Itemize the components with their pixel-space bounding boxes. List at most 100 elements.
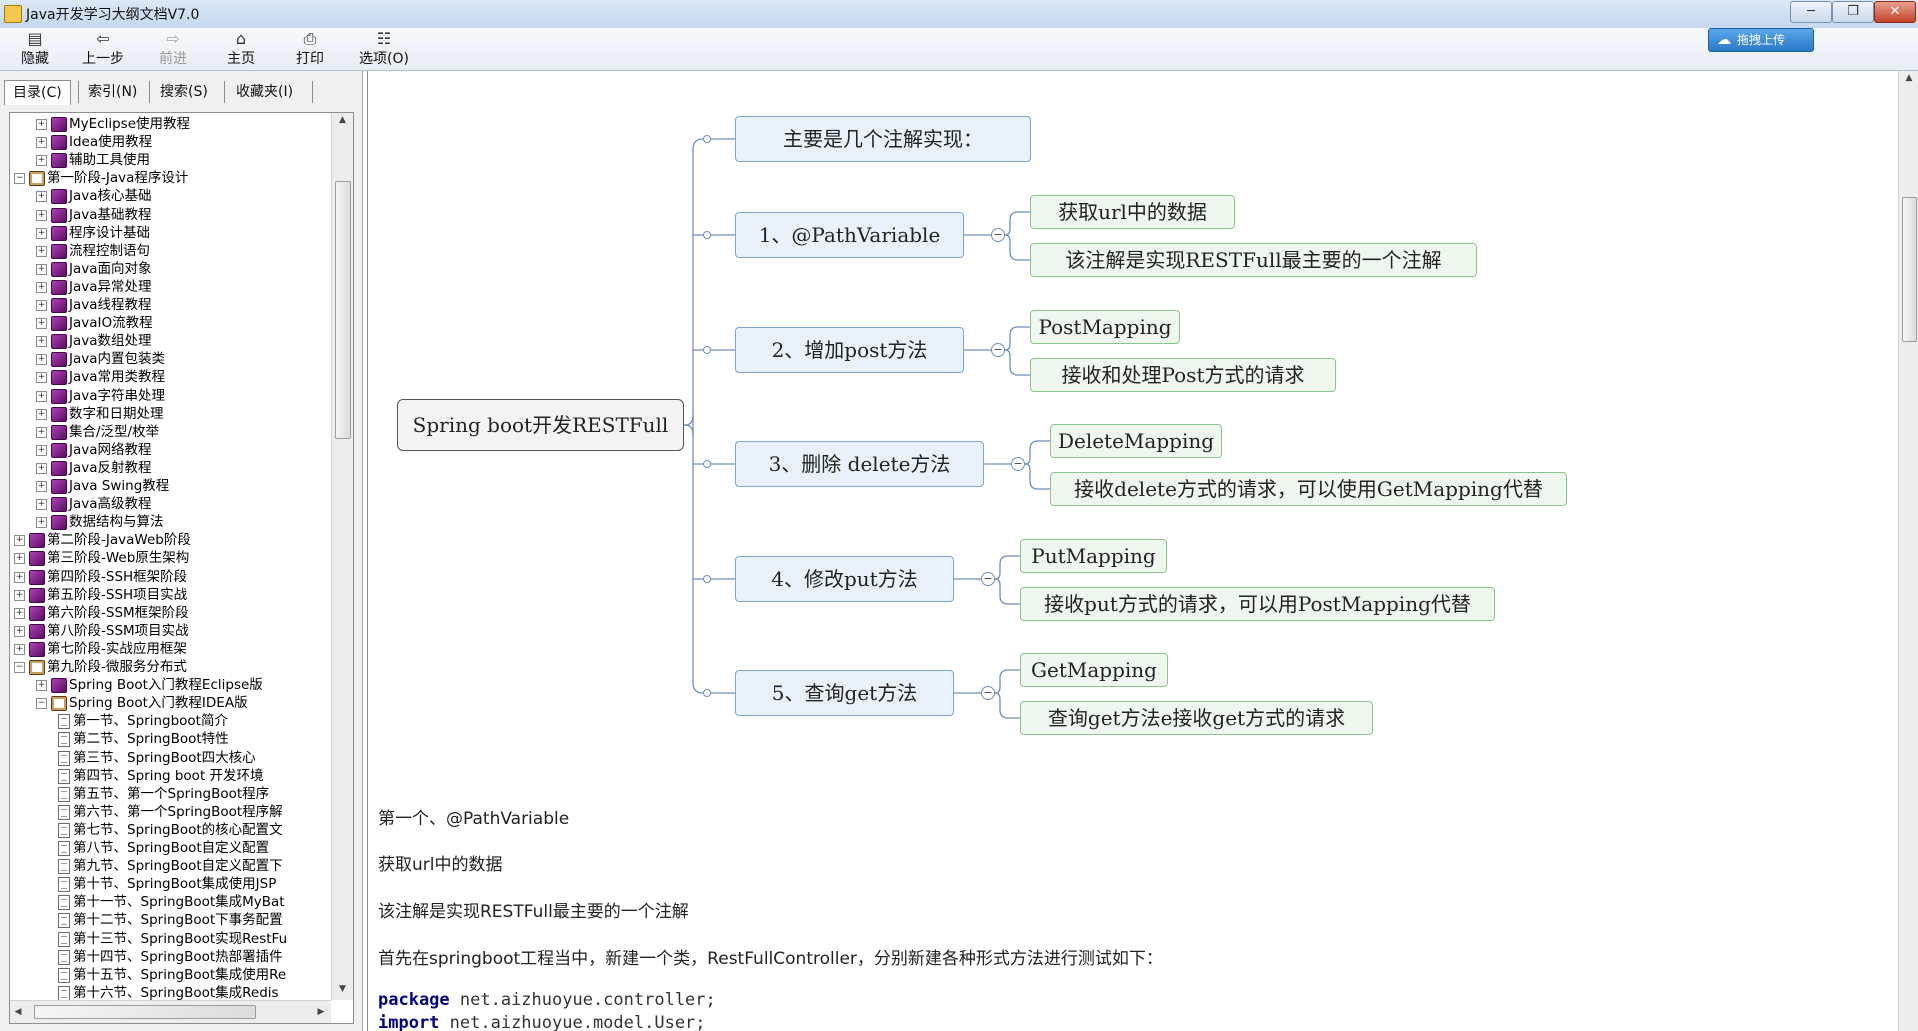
expand-toggle-icon[interactable]: + <box>36 517 47 529</box>
back-arrow-icon: ⇦ <box>96 29 110 48</box>
expand-toggle-icon[interactable]: + <box>36 462 47 474</box>
tree-item-label: MyEclipse使用教程 <box>69 116 190 132</box>
tree-horizontal-scrollbar[interactable]: ◀ ▶ <box>10 1000 331 1023</box>
expand-toggle-icon[interactable]: + <box>36 300 47 311</box>
expand-toggle-icon[interactable]: + <box>36 354 47 366</box>
options-button[interactable]: ☷选项(O) <box>348 30 420 68</box>
hide-button[interactable]: ▤隐藏 <box>4 30 66 68</box>
expand-toggle-icon[interactable]: + <box>36 245 47 257</box>
expand-toggle-icon[interactable]: + <box>36 209 47 221</box>
mindmap-connector <box>999 555 1020 565</box>
mindmap-branch-node[interactable]: 2、增加post方法 <box>735 327 964 373</box>
content-scroll-thumb[interactable] <box>1902 197 1917 342</box>
scroll-down-arrow-icon[interactable]: ▼ <box>339 984 346 994</box>
expand-toggle-icon[interactable]: + <box>36 390 47 402</box>
mindmap-leaf-node[interactable]: PutMapping <box>1020 539 1167 573</box>
forward-button[interactable]: ⇨前进 <box>142 30 204 68</box>
expand-toggle-icon[interactable]: + <box>36 372 47 384</box>
scroll-up-arrow-icon[interactable]: ▲ <box>1905 73 1913 83</box>
expand-toggle-icon[interactable]: + <box>14 535 25 547</box>
book-icon <box>51 678 67 694</box>
expand-toggle-icon[interactable]: + <box>36 318 47 330</box>
collapse-toggle-icon[interactable]: − <box>14 662 25 673</box>
collapse-branch-icon[interactable]: − <box>991 228 1005 242</box>
close-button[interactable]: ✕ <box>1874 1 1916 23</box>
collapse-branch-icon[interactable]: − <box>991 343 1005 357</box>
mindmap-branch-node[interactable]: 3、删除 delete方法 <box>735 441 984 487</box>
expand-toggle-icon[interactable]: + <box>36 680 47 692</box>
mindmap-branch-node[interactable]: 5、查询get方法 <box>735 670 954 716</box>
expand-toggle-icon[interactable]: + <box>14 571 25 583</box>
mindmap-root-node[interactable]: Spring boot开发RESTFull <box>397 399 684 451</box>
mindmap-leaf-node[interactable]: 获取url中的数据 <box>1030 195 1235 229</box>
expand-toggle-icon[interactable]: + <box>36 137 47 149</box>
collapse-branch-icon[interactable]: − <box>1011 457 1025 471</box>
mindmap-leaf-node[interactable]: 该注解是实现RESTFull最主要的一个注解 <box>1030 243 1477 277</box>
expand-toggle-icon[interactable]: + <box>36 444 47 456</box>
tab-index[interactable]: 索引(N) <box>88 84 138 100</box>
expand-toggle-icon[interactable]: + <box>36 499 47 511</box>
maximize-button[interactable]: ❐ <box>1832 1 1874 23</box>
content-vertical-scrollbar[interactable]: ▲ <box>1898 71 1918 1031</box>
mindmap-leaf-node[interactable]: 接收put方式的请求，可以用PostMapping代替 <box>1020 587 1495 621</box>
expand-toggle-icon[interactable]: + <box>36 336 47 348</box>
drag-upload-button[interactable]: ☁拖拽上传 <box>1708 28 1814 52</box>
page-icon <box>58 895 70 911</box>
collapse-branch-icon[interactable]: − <box>981 686 995 700</box>
home-button[interactable]: ⌂主页 <box>210 30 272 68</box>
mindmap-leaf-node[interactable]: 查询get方法e接收get方式的请求 <box>1020 701 1373 735</box>
expand-toggle-icon[interactable]: + <box>36 263 47 275</box>
connector-dot <box>703 575 711 583</box>
mindmap-branch-node[interactable]: 1、@PathVariable <box>735 212 964 258</box>
options-icon: ☷ <box>376 29 392 48</box>
expand-toggle-icon[interactable]: + <box>14 607 25 619</box>
expand-toggle-icon[interactable]: + <box>36 155 47 167</box>
tab-contents[interactable]: 目录(C) <box>4 80 71 105</box>
expand-toggle-icon[interactable]: + <box>36 119 47 130</box>
back-button[interactable]: ⇦上一步 <box>72 30 134 68</box>
expand-toggle-icon[interactable]: + <box>36 481 47 492</box>
tree-item-label: 第十二节、SpringBoot下事务配置 <box>73 912 283 929</box>
tree-item-label: 第十四节、SpringBoot热部署插件 <box>73 948 283 965</box>
tab-favorites[interactable]: 收藏夹(I) <box>236 84 294 100</box>
tree-item-label: 第十六节、SpringBoot集成Redis <box>73 984 279 1001</box>
expand-toggle-icon[interactable]: + <box>14 553 25 565</box>
expand-toggle-icon[interactable]: + <box>36 191 47 203</box>
tab-separator <box>78 81 79 103</box>
mindmap-leaf-node[interactable]: 接收和处理Post方式的请求 <box>1030 358 1336 392</box>
mindmap-connector <box>1029 440 1050 450</box>
expand-toggle-icon[interactable]: + <box>36 281 47 293</box>
mindmap-leaf-node[interactable]: PostMapping <box>1030 310 1180 344</box>
collapse-branch-icon[interactable]: − <box>981 572 995 586</box>
book-icon <box>29 587 45 603</box>
print-button[interactable]: ⎙打印 <box>279 30 341 68</box>
mindmap-branch-node[interactable]: 主要是几个注解实现： <box>735 116 1031 162</box>
tree-hscroll-thumb[interactable] <box>34 1005 256 1019</box>
mindmap-leaf-node[interactable]: DeleteMapping <box>1050 424 1222 458</box>
printer-icon: ⎙ <box>303 29 317 48</box>
expand-toggle-icon[interactable]: + <box>36 227 47 239</box>
mindmap-leaf-node[interactable]: 接收delete方式的请求，可以使用GetMapping代替 <box>1050 472 1567 506</box>
minimize-button[interactable]: ─ <box>1790 1 1832 23</box>
scroll-right-arrow-icon[interactable]: ▶ <box>317 1007 325 1017</box>
mindmap-connector <box>994 686 1001 694</box>
mindmap-branch-node[interactable]: 4、修改put方法 <box>735 556 954 602</box>
collapse-toggle-icon[interactable]: − <box>36 698 47 710</box>
scroll-up-arrow-icon[interactable]: ▲ <box>339 115 346 125</box>
tree-vertical-scrollbar[interactable]: ▲ ▼ <box>331 113 353 1000</box>
page-icon <box>58 822 70 838</box>
mindmap-leaf-node[interactable]: GetMapping <box>1020 653 1168 687</box>
scroll-left-arrow-icon[interactable]: ◀ <box>14 1007 22 1017</box>
tab-search[interactable]: 搜索(S) <box>160 84 208 100</box>
open-book-icon <box>29 660 45 675</box>
expand-toggle-icon[interactable]: + <box>14 643 25 655</box>
expand-toggle-icon[interactable]: + <box>14 589 25 601</box>
tree-scroll-thumb[interactable] <box>335 181 351 439</box>
expand-toggle-icon[interactable]: + <box>36 426 47 438</box>
book-icon <box>51 406 67 422</box>
connector-dot <box>703 460 711 468</box>
expand-toggle-icon[interactable]: + <box>14 625 25 637</box>
expand-toggle-icon[interactable]: + <box>36 408 47 420</box>
collapse-toggle-icon[interactable]: − <box>14 173 25 185</box>
page-icon <box>58 877 70 893</box>
